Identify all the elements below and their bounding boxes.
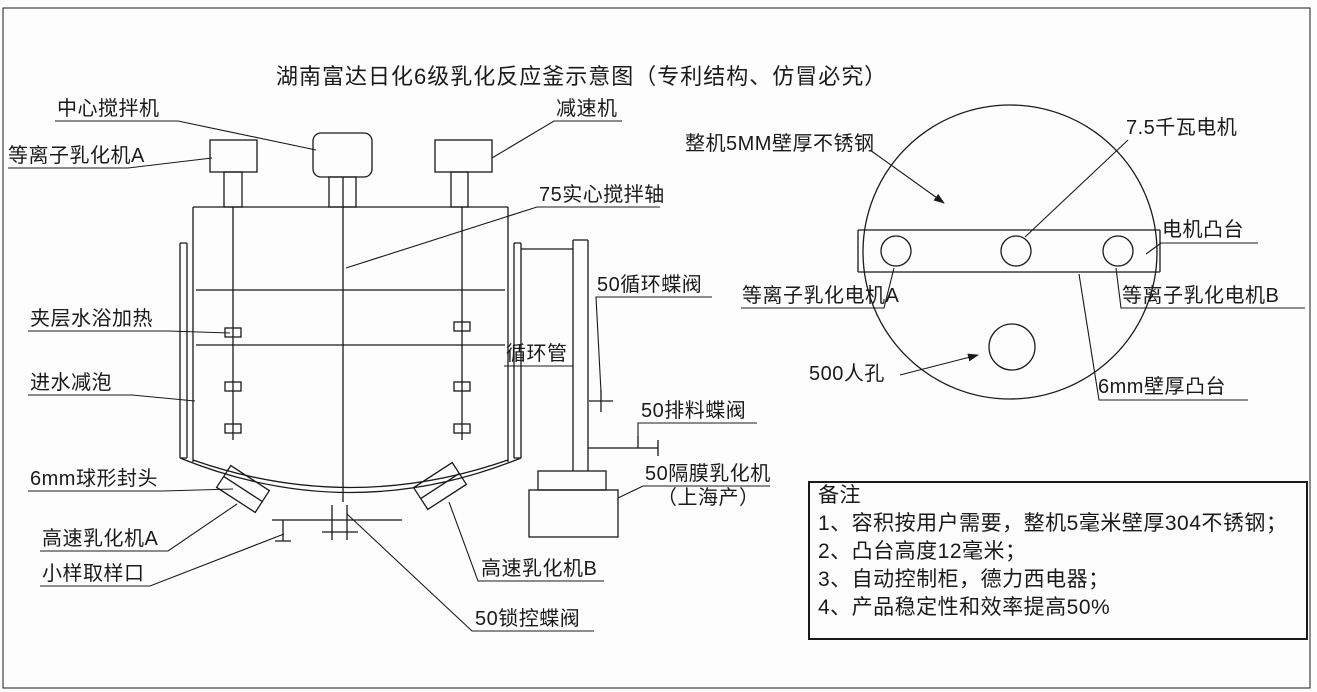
plasma-motor-b-circle (1102, 235, 1134, 267)
leader-manhole (899, 353, 979, 376)
leader-circulation-valve (595, 296, 712, 393)
leader-reducer (491, 120, 622, 159)
leader-center-mixer (55, 120, 317, 151)
manhole-circle (988, 323, 1036, 371)
diaphragm-emulsifier-box (528, 470, 619, 538)
paddle (453, 423, 471, 434)
label-circulation-pipe: 循环管 (506, 343, 568, 365)
circulation-valve-symbol (589, 390, 613, 412)
label-lock-valve: 50锁控蝶阀 (475, 608, 581, 630)
paddle (453, 381, 471, 392)
note-item-3: 3、自动控制柜，德力西电器； (818, 568, 1110, 591)
plasma-emulsifier-a-motor (209, 139, 258, 208)
label-solid-shaft: 75实心搅拌轴 (539, 184, 665, 206)
leader-plasma-emulsifier-a (8, 157, 213, 169)
label-wall-boss: 6mm壁厚凸台 (1098, 376, 1226, 398)
main-motor-circle (1000, 235, 1032, 267)
jacket-left (179, 242, 188, 459)
center-mixer-motor (312, 132, 373, 208)
label-high-speed-b: 高速乳化机B (481, 558, 598, 580)
discharge-branch (588, 436, 659, 456)
label-plasma-motor-a: 等离子乳化电机A (742, 285, 900, 307)
leader-spherical-head (28, 488, 234, 492)
diagram-title: 湖南富达日化6级乳化反应釜示意图（专利结构、仿冒必究） (276, 64, 888, 89)
page-frame (2, 7, 1311, 689)
high-speed-emulsifier-a-shape (215, 464, 271, 514)
label-manhole: 500人孔 (809, 363, 885, 385)
blade-lines (196, 289, 505, 346)
label-center-mixer: 中心搅拌机 (57, 98, 160, 120)
paddle (453, 321, 471, 332)
label-spherical-head: 6mm球形封头 (30, 468, 158, 490)
label-discharge-valve: 50排料蝶阀 (641, 400, 747, 422)
bottom-outlet (272, 505, 402, 540)
vessel-front-view (179, 132, 659, 542)
leader-motor-boss (1145, 242, 1258, 255)
label-motor: 7.5千瓦电机 (1126, 117, 1238, 139)
leader-solid-shaft (345, 206, 660, 269)
leader-diaphragm (617, 485, 770, 499)
label-diaphragm-origin: （上海产） (657, 487, 760, 509)
label-diaphragm-emulsifier: 50隔膜乳化机 (645, 463, 771, 485)
label-water-inlet-defoam: 进水减泡 (30, 372, 112, 394)
paddle (224, 423, 242, 434)
label-sample-port: 小样取样口 (42, 563, 145, 585)
notes-box (808, 481, 1308, 640)
note-item-1: 1、容积按用户需要，整机5毫米壁厚304不锈钢； (818, 512, 1288, 535)
label-high-speed-a: 高速乳化机A (42, 528, 159, 550)
label-plasma-motor-b: 等离子乳化电机B (1122, 285, 1280, 307)
leader-plasma-motor-b (1115, 267, 1305, 309)
vessel-top-view (857, 104, 1161, 400)
vessel-circle (862, 104, 1158, 400)
leader-high-speed-a (40, 503, 238, 552)
label-jacket-heating: 夹层水浴加热 (30, 308, 153, 330)
label-motor-boss: 电机凸台 (1162, 219, 1244, 241)
label-circulation-valve: 50循环蝶阀 (597, 274, 703, 296)
leader-shell (869, 149, 945, 204)
leader-lines (8, 120, 1305, 632)
leader-wall-boss (1078, 273, 1248, 401)
sample-valve-symbol (275, 520, 291, 542)
spherical-head-shape (179, 457, 522, 494)
jacket-right (513, 242, 522, 459)
motor-bar (857, 229, 1161, 273)
leader-plasma-motor-a (741, 267, 895, 309)
leader-jacket-heating (28, 330, 231, 334)
high-speed-emulsifier-b-shape (412, 461, 468, 511)
plasma-motor-a-circle (880, 235, 912, 267)
label-plasma-emulsifier-a: 等离子乳化机A (8, 145, 145, 167)
label-reducer: 减速机 (556, 98, 618, 120)
label-shell: 整机5MM壁厚不锈钢 (685, 133, 875, 155)
leader-lock-valve (346, 513, 594, 632)
leader-motor (1024, 139, 1129, 238)
leader-high-speed-b (448, 501, 604, 582)
note-item-2: 2、凸台高度12毫米； (818, 540, 1027, 563)
circulation-pipe-shape (521, 239, 589, 471)
notes-title: 备注 (818, 484, 861, 507)
leader-discharge-valve (637, 422, 757, 437)
paddle (224, 381, 242, 392)
reducer-motor (434, 139, 493, 208)
leader-water-inlet (28, 394, 196, 402)
leader-sample-port (40, 533, 285, 587)
note-item-4: 4、产品稳定性和效率提高50% (818, 596, 1111, 619)
